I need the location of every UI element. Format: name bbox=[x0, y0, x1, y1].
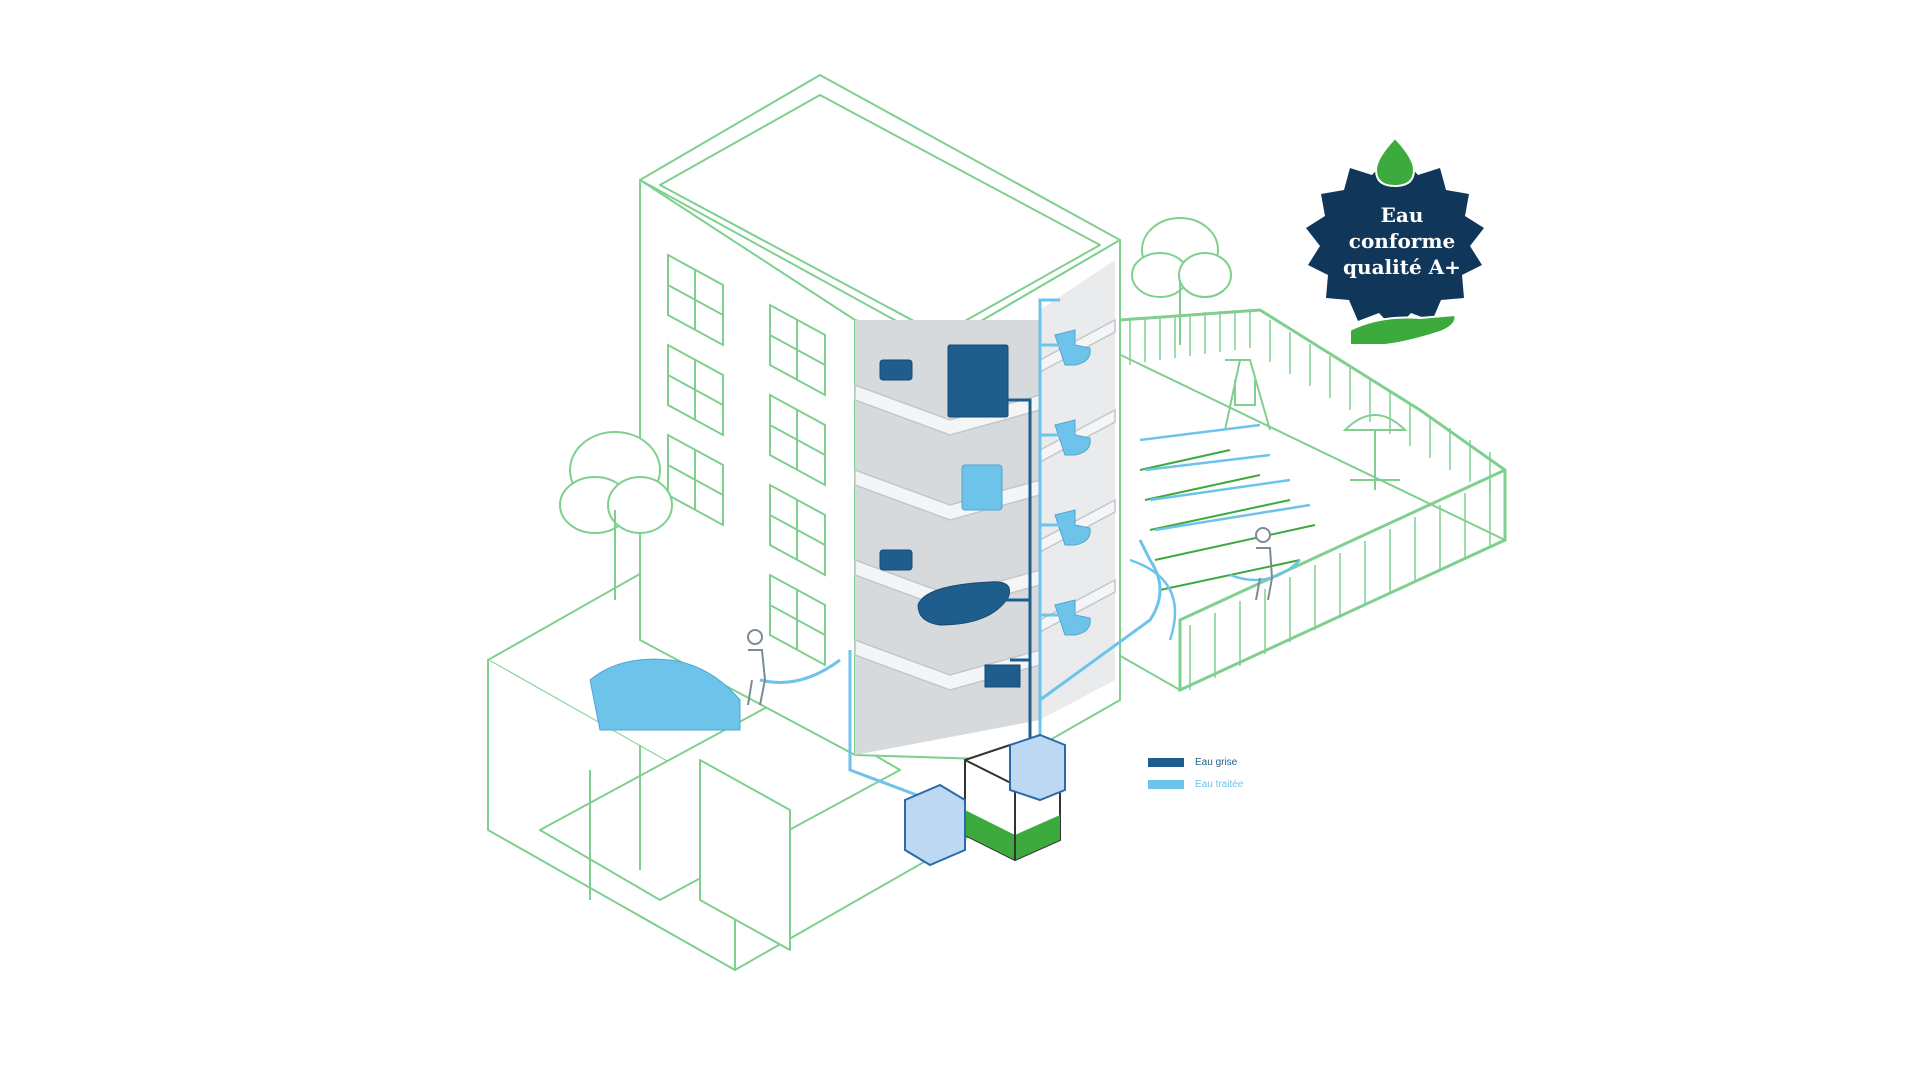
badge-line-3: qualité A+ bbox=[1343, 255, 1461, 279]
legend-item-grey-water: Eau grise bbox=[1148, 752, 1243, 772]
kitchen-sink-icon bbox=[984, 664, 1021, 688]
tree-icon bbox=[1131, 217, 1232, 345]
car-icon bbox=[589, 658, 741, 731]
tree-icon bbox=[559, 431, 673, 600]
grey-water-fixtures bbox=[879, 344, 1021, 688]
storage-tank-icon bbox=[904, 733, 1066, 867]
water-drop-icon bbox=[1374, 136, 1416, 188]
facade-windows bbox=[667, 253, 826, 667]
hand-icon bbox=[1349, 313, 1457, 346]
bathtub-icon bbox=[917, 581, 1010, 626]
legend: Eau grise Eau traitée bbox=[1148, 752, 1243, 796]
sink-icon bbox=[879, 359, 913, 381]
badge-text: Eau conforme qualité A+ bbox=[1316, 202, 1488, 280]
toilet-icon bbox=[1054, 419, 1091, 456]
legend-label-treated-water: Eau traitée bbox=[1195, 778, 1244, 790]
irrigation-pipes bbox=[1129, 423, 1311, 641]
badge-line-1: Eau bbox=[1380, 203, 1424, 227]
swing-icon bbox=[1224, 359, 1271, 431]
badge-line-2: conforme bbox=[1348, 229, 1456, 253]
washing-machine-icon bbox=[961, 464, 1003, 511]
vegetable-garden bbox=[1139, 449, 1316, 591]
garden-ground bbox=[1098, 343, 1508, 692]
toilet-icon bbox=[1054, 509, 1091, 546]
legend-swatch-grey-water bbox=[1148, 757, 1184, 767]
treated-water-fixtures bbox=[589, 329, 1091, 731]
toilet-icon bbox=[1054, 329, 1091, 366]
grey-water-pipes bbox=[1000, 398, 1032, 760]
toilet-icon bbox=[1054, 599, 1091, 636]
legend-item-treated-water: Eau traitée bbox=[1148, 774, 1243, 794]
umbrella-icon bbox=[1342, 414, 1408, 490]
legend-swatch-treated-water bbox=[1148, 779, 1184, 789]
person-icon bbox=[1255, 527, 1274, 601]
sink-icon bbox=[879, 549, 913, 571]
person-icon bbox=[747, 629, 767, 706]
treated-water-pipes bbox=[759, 298, 1162, 802]
fence bbox=[1119, 308, 1507, 693]
legend-label-grey-water: Eau grise bbox=[1195, 756, 1238, 768]
shower-icon bbox=[947, 344, 1009, 418]
quality-badge bbox=[1306, 136, 1484, 346]
badge-seal bbox=[1306, 158, 1484, 330]
